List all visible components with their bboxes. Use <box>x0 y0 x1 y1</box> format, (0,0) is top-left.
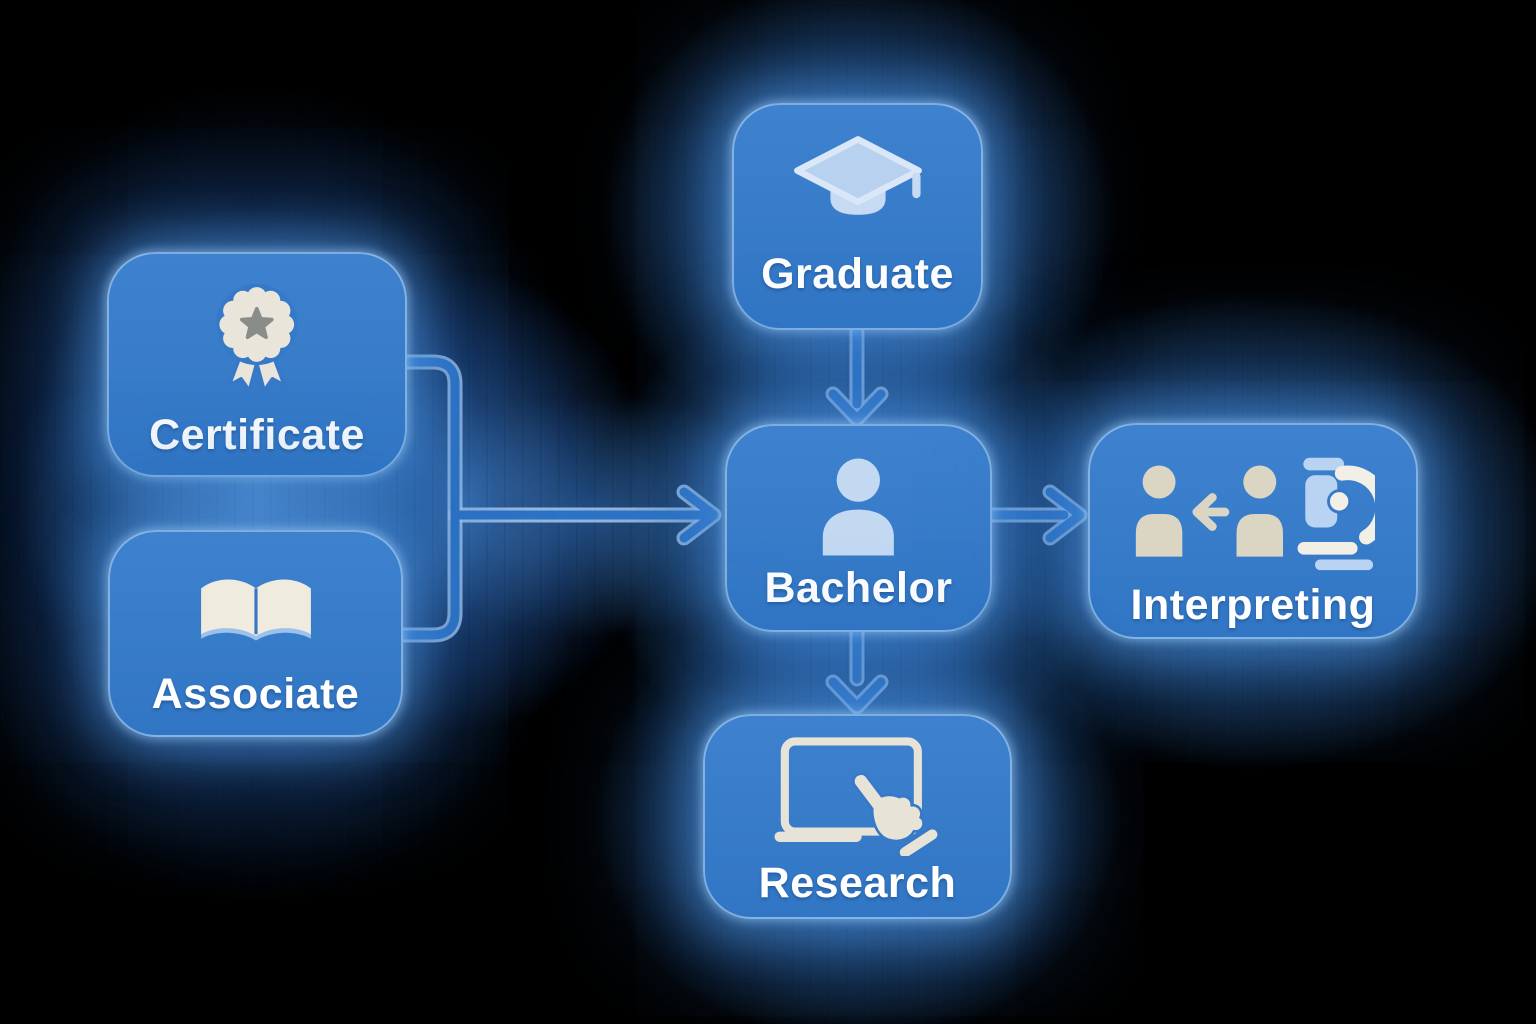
node-label: Interpreting <box>1130 580 1376 629</box>
node-label: Research <box>758 858 957 907</box>
person-icon <box>822 458 895 556</box>
person-icon <box>1135 465 1183 557</box>
laptop-base <box>773 832 862 843</box>
laptop-screen <box>780 737 922 837</box>
left-arrow-icon <box>1192 492 1230 531</box>
award-ribbon-icon <box>216 283 298 393</box>
node-certificate: Certificate <box>107 252 407 477</box>
node-research: Research <box>703 714 1012 919</box>
graduation-cap-icon <box>793 135 922 215</box>
laptop-touch-icon <box>773 737 943 856</box>
node-label: Bachelor <box>764 563 953 612</box>
tassel <box>911 171 921 198</box>
node-interpreting: Interpreting <box>1088 423 1418 639</box>
people-exchange-and-microscope-icon <box>1135 457 1375 570</box>
node-graduate: Graduate <box>732 103 983 330</box>
node-label: Certificate <box>149 410 365 459</box>
pointing-hand <box>851 772 939 856</box>
person-icon <box>1236 465 1284 557</box>
star-glyph <box>240 306 274 339</box>
open-book-icon <box>200 579 311 641</box>
node-label: Graduate <box>761 249 954 298</box>
node-bachelor: Bachelor <box>725 424 992 632</box>
node-label: Associate <box>151 669 360 718</box>
node-associate: Associate <box>108 530 403 737</box>
microscope-icon <box>1297 457 1375 570</box>
